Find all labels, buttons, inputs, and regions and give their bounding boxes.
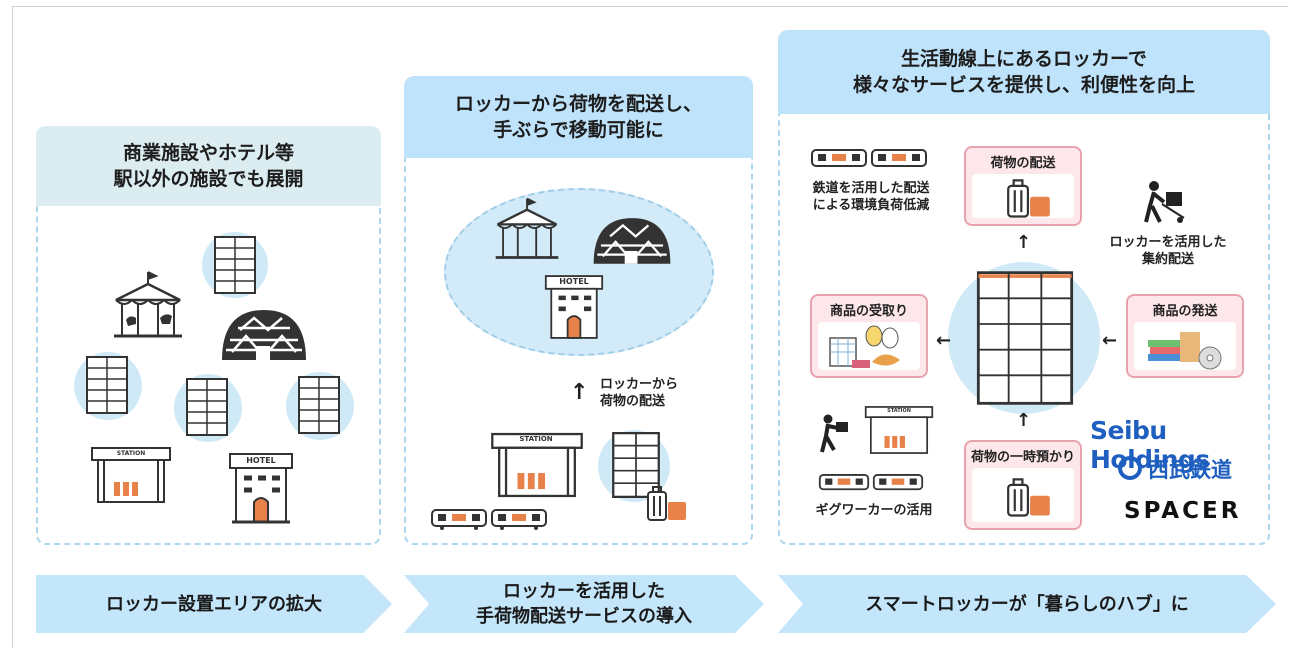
service-ship-box: 商品の発送 <box>1126 294 1244 378</box>
carousel-icon <box>114 271 182 338</box>
delivery-worker-icon <box>1144 181 1185 223</box>
panel-expansion: 商業施設やホテル等 駅以外の施設でも展開 STATION HOTEL <box>36 126 381 545</box>
seibu-holdings-logo: Seibu Holdings <box>1090 416 1210 474</box>
service-storage-box: 荷物の一時預かり <box>964 440 1082 530</box>
station-icon <box>91 447 171 503</box>
seibu-railway-logo: 西武鉄道 <box>1148 458 1232 482</box>
train-icon <box>811 149 867 167</box>
up-arrow-icon: ↑ <box>570 380 589 405</box>
footer-step-3: スマートロッカーが「暮らしのハブ」に <box>778 575 1276 633</box>
panel-handsfree-title: ロッカーから荷物を配送し、 手ぶらで移動可能に <box>454 93 702 141</box>
luggage-icon <box>1007 179 1050 218</box>
service-ship-label: 商品の発送 <box>1152 304 1218 319</box>
train-icon <box>871 149 927 167</box>
groceries-icon <box>829 325 900 368</box>
panel-expansion-title: 商業施設やホテル等 駅以外の施設でも展開 <box>113 142 304 190</box>
luggage-icon <box>647 486 686 521</box>
locker-icon <box>86 356 128 414</box>
spacer-logo: SPACER <box>1124 498 1242 524</box>
station-icon <box>864 406 934 454</box>
station-sign-label: STATION <box>519 435 553 443</box>
hotel-sign-label: HOTEL <box>246 456 276 465</box>
consolidated-delivery-label: ロッカーを活用した 集約配送 <box>1109 235 1227 267</box>
panel-smart-hub: 生活動線上にあるロッカーで 様々なサービスを提供し、利便性を向上 鉄道を活用した… <box>778 30 1270 545</box>
luggage-icon <box>1007 478 1050 517</box>
hotel-icon <box>229 453 293 524</box>
service-receive-label: 商品の受取り <box>829 304 908 319</box>
station-icon <box>491 432 583 498</box>
train-icon <box>818 474 870 491</box>
hotel-sign-label: HOTEL <box>559 277 589 286</box>
train-icon <box>431 509 487 530</box>
left-arrow-icon: ← <box>1102 330 1118 351</box>
dome-icon <box>593 218 671 264</box>
locker-icon <box>298 376 340 434</box>
locker-icon <box>214 236 256 294</box>
station-sign-label: STATION <box>887 408 911 414</box>
up-arrow-icon: ↑ <box>1016 410 1032 431</box>
footer-step-1: ロッカー設置エリアの拡大 <box>36 575 392 633</box>
gig-worker-icon <box>820 414 848 453</box>
panel-handsfree-header: ロッカーから荷物を配送し、 手ぶらで移動可能に <box>404 76 753 158</box>
footer-step-3-label: スマートロッカーが「暮らしのハブ」に <box>865 593 1189 615</box>
station-sign-label: STATION <box>116 450 146 457</box>
carousel-icon <box>495 197 559 259</box>
seibu-railway-logo-mark <box>1118 456 1142 480</box>
rail-delivery-label: 鉄道を活用した配送 による環境負荷低減 <box>812 181 930 213</box>
left-arrow-icon: ← <box>936 330 952 351</box>
footer-step-2-label: ロッカーを活用した 手荷物配送サービスの導入 <box>476 581 692 627</box>
footer-step-1-label: ロッカー設置エリアの拡大 <box>106 593 322 615</box>
panel-expansion-header: 商業施設やホテル等 駅以外の施設でも展開 <box>36 126 381 206</box>
panel-smart-hub-header: 生活動線上にあるロッカーで 様々なサービスを提供し、利便性を向上 <box>778 30 1270 114</box>
dome-icon <box>222 310 306 360</box>
footer-step-2: ロッカーを活用した 手荷物配送サービスの導入 <box>404 575 764 633</box>
train-icon <box>491 509 547 530</box>
service-delivery-label: 荷物の配送 <box>990 156 1056 171</box>
service-storage-label: 荷物の一時預かり <box>970 450 1075 465</box>
books-disc-icon <box>1148 332 1222 370</box>
up-arrow-icon: ↑ <box>1016 232 1032 253</box>
hotel-icon <box>544 275 604 339</box>
gig-worker-label: ギグワーカーの活用 <box>815 503 933 518</box>
service-receive-box: 商品の受取り <box>810 294 928 378</box>
outer-frame <box>12 6 1288 648</box>
locker-icon <box>612 432 660 498</box>
delivery-from-locker-label: ロッカーから 荷物の配送 <box>600 377 679 409</box>
service-delivery-box: 荷物の配送 <box>964 146 1082 226</box>
locker-icon <box>976 271 1074 405</box>
panel-smart-hub-title: 生活動線上にあるロッカーで 様々なサービスを提供し、利便性を向上 <box>852 48 1195 96</box>
panel-handsfree: ロッカーから荷物を配送し、 手ぶらで移動可能に HOTEL ↑ ロッカーから 荷… <box>404 76 753 545</box>
train-icon <box>872 474 924 491</box>
locker-icon <box>186 378 228 436</box>
